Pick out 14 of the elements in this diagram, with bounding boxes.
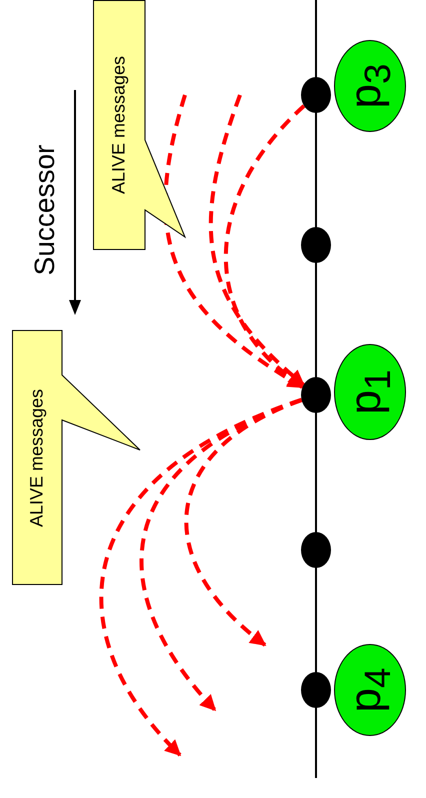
node-dot <box>301 672 331 708</box>
callout-text: ALIVE messages <box>26 388 48 527</box>
node-dot <box>301 532 331 568</box>
node-dot <box>301 377 331 413</box>
dashed-arrow <box>164 94 304 389</box>
direction-label: Successor <box>29 144 61 276</box>
node-dot <box>301 77 331 113</box>
dashed-arrow <box>224 104 306 388</box>
node-dot <box>301 227 331 263</box>
callout-bubble <box>12 330 142 586</box>
callout-bubble <box>93 0 186 250</box>
callout-text: ALIVE messages <box>108 56 130 194</box>
dashed-arrow <box>209 94 305 386</box>
dashed-arrow <box>99 398 302 756</box>
